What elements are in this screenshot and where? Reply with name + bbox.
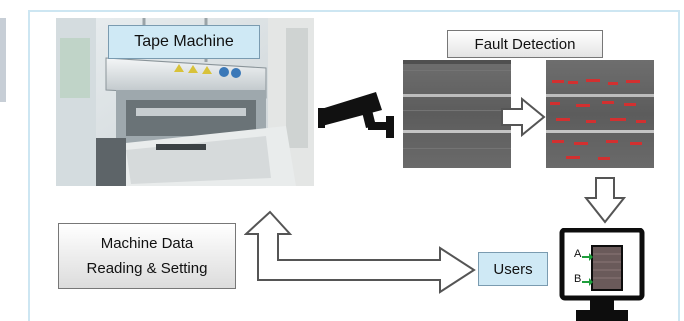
machine-data-box: Machine Data Reading & Setting <box>58 223 236 289</box>
security-camera-icon <box>318 86 398 142</box>
raw-tape-image <box>403 60 511 168</box>
fault-detection-label: Fault Detection <box>447 30 603 58</box>
users-label: Users <box>478 252 548 286</box>
left-edge-tab <box>0 18 6 102</box>
left-edge-strip <box>0 0 28 321</box>
down-arrow-icon <box>584 176 626 224</box>
right-arrow-icon <box>500 97 546 137</box>
marker-b-label: B <box>574 273 582 285</box>
detected-tape-image <box>546 60 654 168</box>
machine-data-line-1: Machine Data <box>100 235 194 252</box>
marker-a-label: A <box>574 248 582 260</box>
tape-machine-label: Tape Machine <box>108 25 260 59</box>
double-arrow-icon <box>244 210 476 294</box>
monitor-icon <box>556 228 648 321</box>
machine-data-line-2: Reading & Setting <box>86 260 208 277</box>
